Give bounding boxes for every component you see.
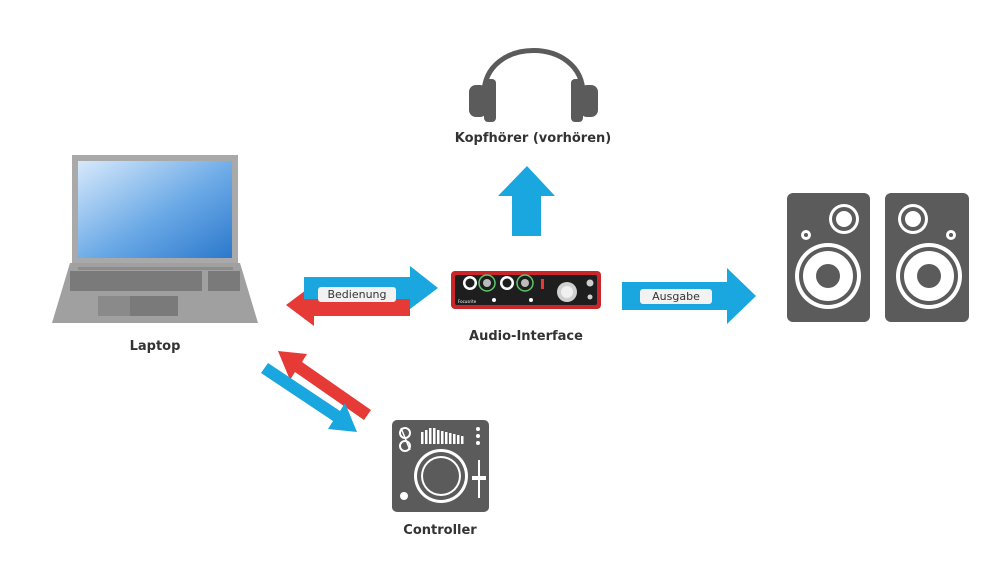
controller-label: Controller	[403, 523, 477, 538]
speakers-icon	[787, 193, 969, 322]
laptop-label: Laptop	[129, 339, 181, 354]
laptop-icon	[52, 155, 258, 323]
control-arrow-label: Bedienung	[318, 287, 396, 302]
arrow-controller-bidirectional	[261, 351, 371, 432]
interface-brand-text: Focusrite	[458, 299, 477, 304]
headphones-icon	[469, 48, 598, 122]
output-arrow-label: Ausgabe	[640, 289, 712, 304]
dj-controller-icon	[392, 420, 489, 512]
audio-interface-icon: Focusrite	[451, 271, 601, 309]
arrow-up-to-headphones	[498, 166, 555, 236]
headphones-label: Kopfhörer (vorhören)	[454, 131, 612, 146]
interface-label: Audio-Interface	[469, 329, 583, 344]
